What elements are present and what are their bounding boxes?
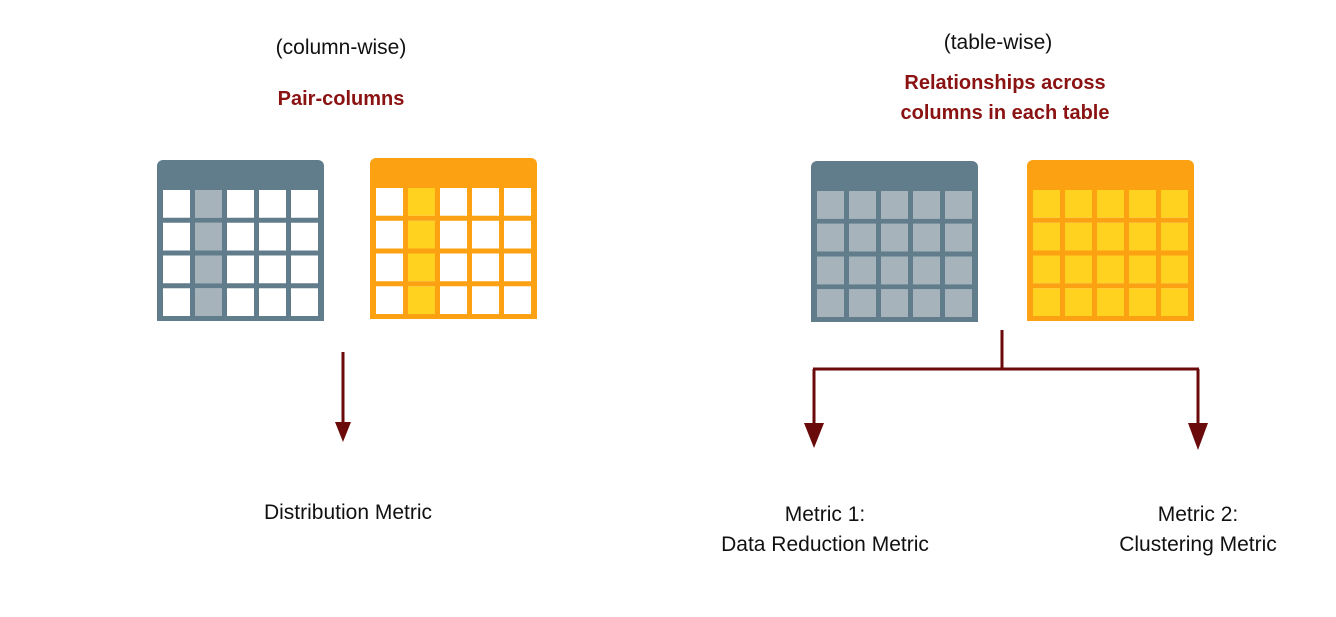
table-wise-label: (table-wise) — [943, 31, 1053, 54]
column-wise-gray-table-icon — [157, 160, 324, 321]
metric-1-title: Metric 1: — [784, 503, 866, 526]
table-wise-gray-table-icon — [811, 161, 978, 322]
metric-2-arrow — [1188, 369, 1208, 450]
relationships-heading: Relationships across columns in each tab… — [850, 68, 1160, 128]
branch-connector — [813, 330, 1199, 371]
distribution-metric-label: Distribution Metric — [263, 501, 433, 524]
metric-2-name: Clustering Metric — [1119, 533, 1277, 556]
metric-1-name: Data Reduction Metric — [721, 533, 929, 556]
pair-columns-heading: Pair-columns — [277, 88, 405, 110]
metric-2-title: Metric 2: — [1157, 503, 1239, 526]
relationships-heading-line2: columns in each table — [900, 102, 1110, 124]
table-wise-orange-table-icon — [1027, 160, 1194, 321]
metric-1-label: Metric 1: Data Reduction Metric — [680, 500, 970, 560]
column-wise-label: (column-wise) — [275, 36, 407, 59]
metric-2-label: Metric 2: Clustering Metric — [1068, 500, 1328, 560]
relationships-heading-line1: Relationships across — [904, 72, 1106, 94]
distribution-arrow — [335, 352, 351, 442]
column-wise-orange-table-icon — [370, 158, 537, 319]
metric-1-arrow — [804, 369, 824, 448]
